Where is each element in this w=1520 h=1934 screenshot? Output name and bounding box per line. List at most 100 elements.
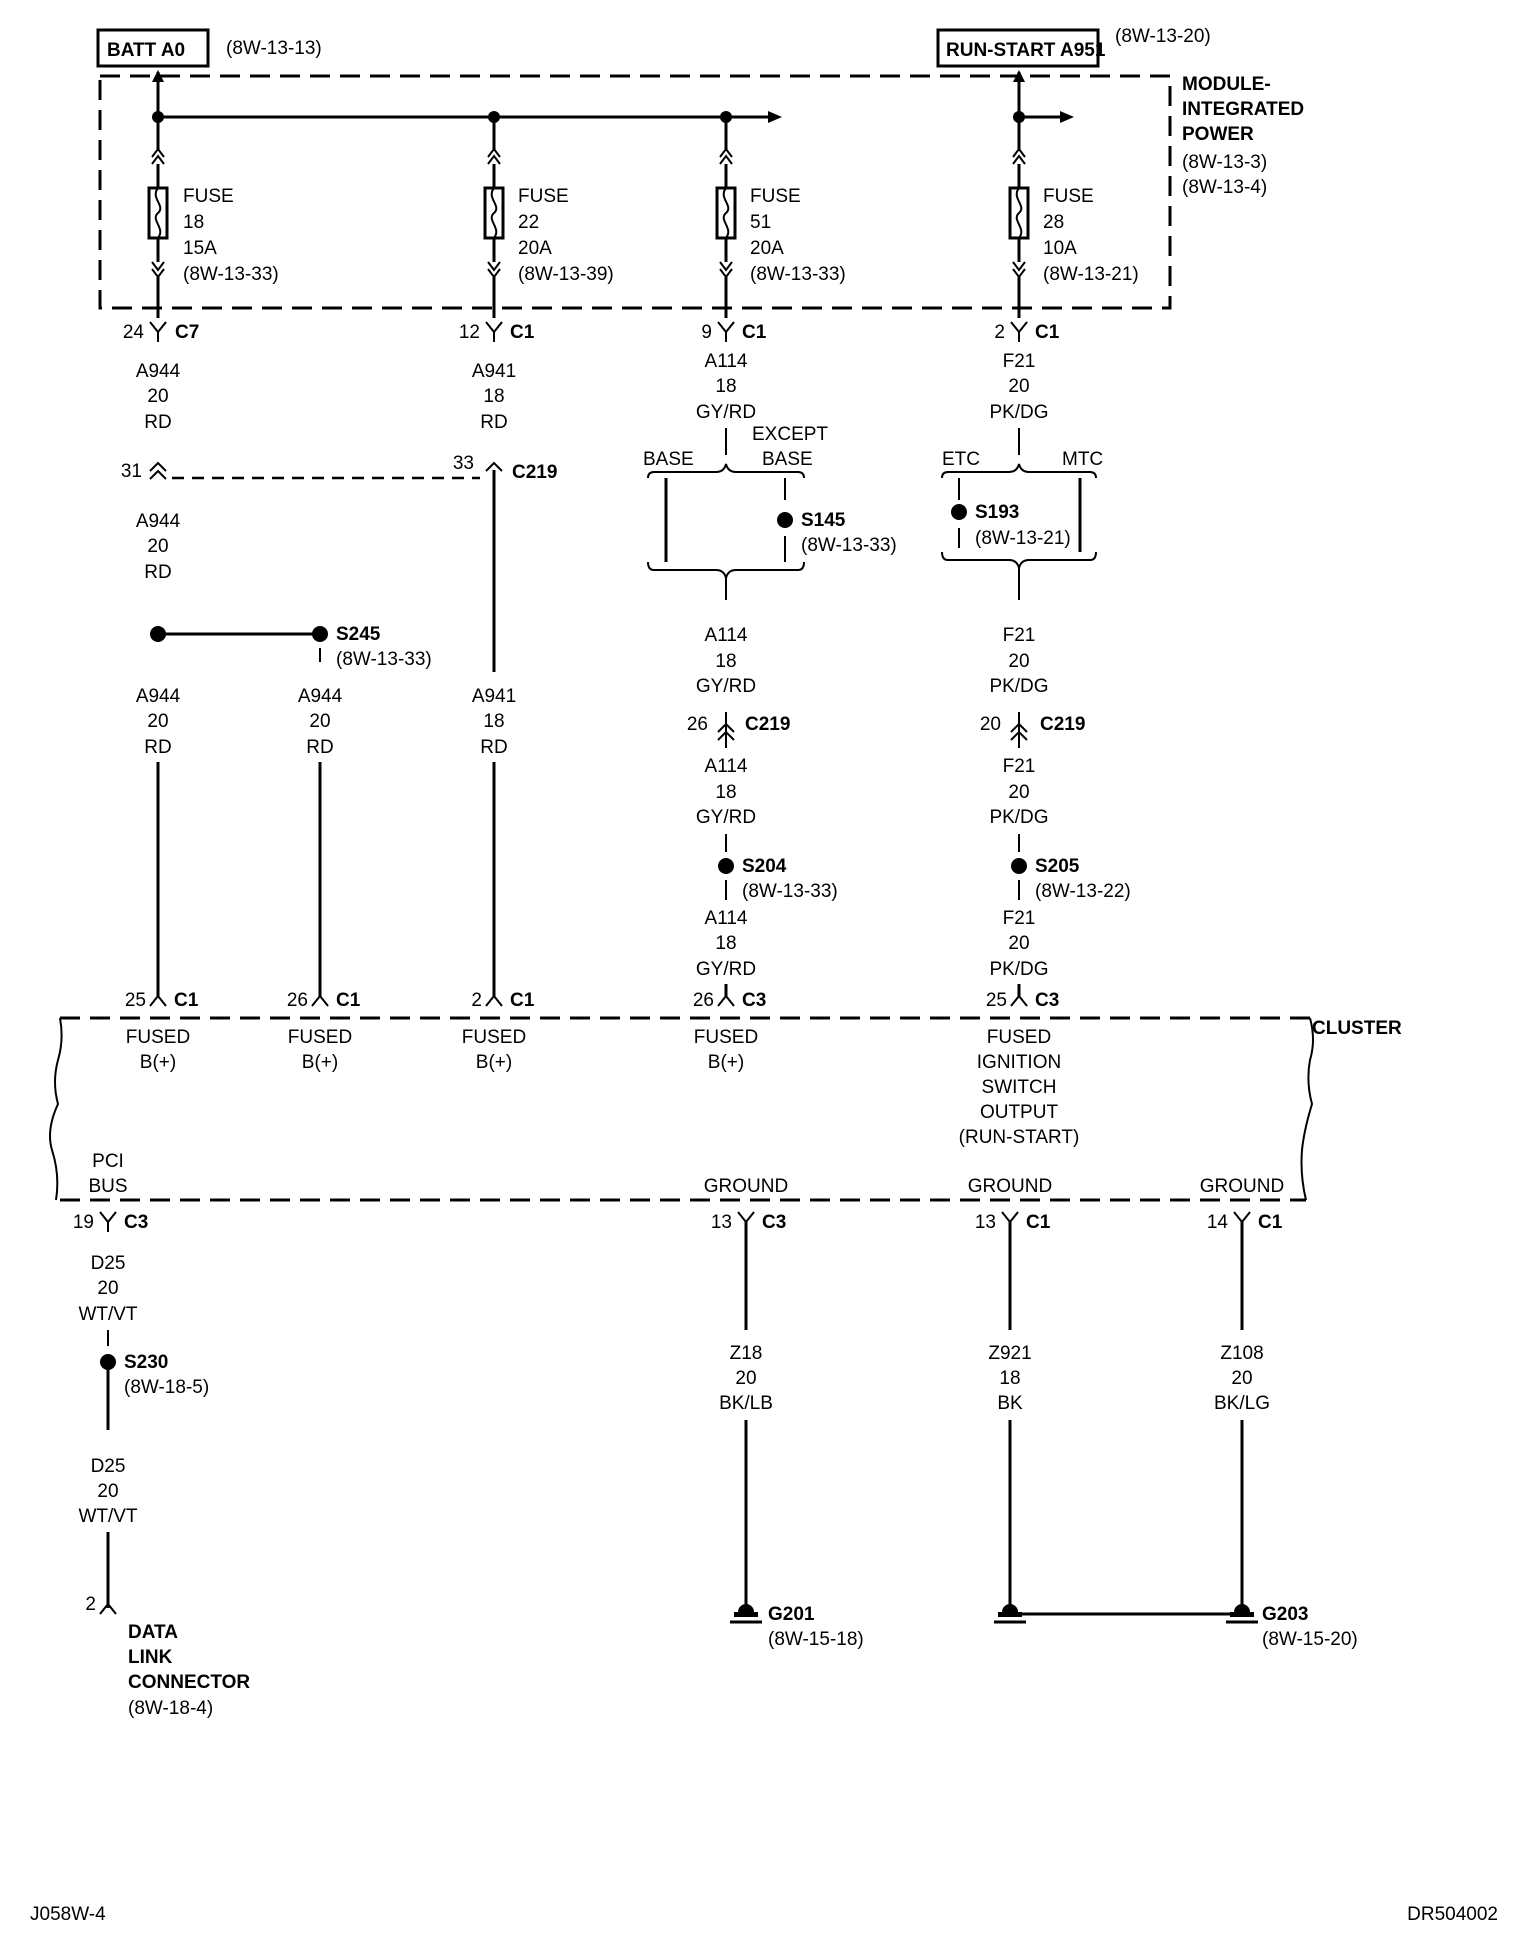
svg-text:FUSED: FUSED bbox=[987, 1027, 1051, 1048]
wire-a941-lower: A941 18 RD bbox=[472, 686, 516, 758]
pin-24-c7: 24 C7 bbox=[123, 321, 199, 343]
svg-text:(8W-13-3): (8W-13-3) bbox=[1182, 152, 1267, 173]
svg-text:(8W-13-13): (8W-13-13) bbox=[226, 38, 322, 59]
dlc-pin: 2 bbox=[85, 1594, 117, 1615]
svg-text:FUSED: FUSED bbox=[126, 1027, 190, 1048]
svg-text:20: 20 bbox=[147, 711, 168, 732]
svg-text:A944: A944 bbox=[298, 686, 343, 707]
svg-text:51: 51 bbox=[750, 212, 771, 233]
svg-text:RD: RD bbox=[306, 737, 333, 758]
svg-text:20: 20 bbox=[1008, 376, 1029, 397]
svg-text:S245: S245 bbox=[336, 624, 381, 645]
svg-text:C1: C1 bbox=[1026, 1212, 1051, 1233]
svg-text:BK/LB: BK/LB bbox=[719, 1393, 773, 1414]
pin-9-c1: 9 C1 bbox=[701, 321, 767, 343]
wire-a944-right: A944 20 RD bbox=[298, 686, 343, 758]
svg-text:A944: A944 bbox=[136, 361, 181, 382]
svg-text:C219: C219 bbox=[1040, 714, 1085, 735]
svg-text:C1: C1 bbox=[336, 990, 361, 1011]
svg-text:26: 26 bbox=[693, 990, 714, 1011]
wire-a114-mid: A114 18 GY/RD bbox=[696, 625, 756, 697]
svg-text:LINK: LINK bbox=[128, 1647, 173, 1668]
svg-text:(8W-18-4): (8W-18-4) bbox=[128, 1698, 213, 1719]
pin-25-c3: 25 C3 bbox=[986, 990, 1059, 1011]
svg-text:A941: A941 bbox=[472, 686, 516, 707]
ground-g203-left bbox=[994, 1604, 1026, 1624]
pin-14-c1: 14 C1 bbox=[1207, 1211, 1283, 1233]
svg-text:20: 20 bbox=[735, 1368, 756, 1389]
svg-text:PCI: PCI bbox=[92, 1151, 124, 1172]
svg-text:25: 25 bbox=[125, 990, 146, 1011]
c219-pin-31: 31 bbox=[121, 461, 167, 482]
svg-text:S230: S230 bbox=[124, 1352, 168, 1373]
wire-z18: Z18 20 BK/LB bbox=[719, 1343, 773, 1414]
svg-text:C3: C3 bbox=[762, 1212, 786, 1233]
svg-text:(8W-18-5): (8W-18-5) bbox=[124, 1377, 209, 1398]
svg-text:20: 20 bbox=[97, 1278, 118, 1299]
svg-text:33: 33 bbox=[453, 453, 474, 474]
svg-text:BK/LG: BK/LG bbox=[1214, 1393, 1270, 1414]
svg-text:WT/VT: WT/VT bbox=[78, 1506, 137, 1527]
svg-text:C3: C3 bbox=[124, 1212, 148, 1233]
splice-s193 bbox=[951, 504, 967, 520]
svg-text:(8W-15-18): (8W-15-18) bbox=[768, 1629, 864, 1650]
svg-text:EXCEPT: EXCEPT bbox=[752, 424, 828, 445]
svg-text:20: 20 bbox=[1008, 933, 1029, 954]
svg-text:18: 18 bbox=[715, 782, 736, 803]
svg-text:20A: 20A bbox=[750, 238, 784, 259]
svg-text:G201: G201 bbox=[768, 1604, 815, 1625]
wire-f21-low: F21 20 PK/DG bbox=[989, 756, 1048, 828]
wire-a114-upper: A114 18 GY/RD bbox=[696, 351, 756, 423]
svg-text:MTC: MTC bbox=[1062, 449, 1103, 470]
svg-text:13: 13 bbox=[975, 1212, 996, 1233]
svg-text:10A: 10A bbox=[1043, 238, 1077, 259]
svg-text:RD: RD bbox=[480, 737, 507, 758]
svg-text:B(+): B(+) bbox=[302, 1052, 338, 1073]
svg-text:18: 18 bbox=[183, 212, 204, 233]
svg-text:F21: F21 bbox=[1003, 908, 1036, 929]
svg-text:INTEGRATED: INTEGRATED bbox=[1182, 99, 1304, 120]
pin-13-c1: 13 C1 bbox=[975, 1211, 1051, 1233]
svg-text:28: 28 bbox=[1043, 212, 1064, 233]
svg-text:20: 20 bbox=[147, 386, 168, 407]
module-box bbox=[98, 74, 1172, 310]
svg-text:24: 24 bbox=[123, 322, 145, 343]
svg-text:PK/DG: PK/DG bbox=[989, 807, 1048, 828]
svg-text:Z921: Z921 bbox=[988, 1343, 1031, 1364]
wire-d25-upper: D25 20 WT/VT bbox=[78, 1253, 137, 1325]
pin-19-c3: 19 C3 bbox=[73, 1211, 148, 1233]
wire-a941-upper: A941 18 RD bbox=[472, 361, 516, 433]
svg-text:2: 2 bbox=[994, 322, 1005, 343]
svg-text:FUSED: FUSED bbox=[462, 1027, 526, 1048]
svg-text:BATT A0: BATT A0 bbox=[107, 40, 185, 61]
wire-a114-low: A114 18 GY/RD bbox=[696, 756, 756, 828]
svg-text:D25: D25 bbox=[91, 1253, 126, 1274]
svg-text:C3: C3 bbox=[1035, 990, 1059, 1011]
svg-text:18: 18 bbox=[715, 933, 736, 954]
c219-pin-33: 33 C219 bbox=[453, 453, 558, 483]
module-label: MODULE- INTEGRATED POWER (8W-13-3) (8W-1… bbox=[1182, 74, 1304, 198]
svg-text:2: 2 bbox=[85, 1594, 96, 1615]
splice-s145 bbox=[777, 512, 793, 528]
svg-text:20: 20 bbox=[1008, 651, 1029, 672]
svg-text:(8W-13-20): (8W-13-20) bbox=[1115, 26, 1211, 47]
svg-text:C1: C1 bbox=[174, 990, 199, 1011]
svg-text:A944: A944 bbox=[136, 511, 181, 532]
pin-12-c1: 12 C1 bbox=[459, 321, 535, 343]
svg-text:F21: F21 bbox=[1003, 756, 1036, 777]
c219-pin-26: 26 C219 bbox=[687, 712, 790, 748]
svg-text:B(+): B(+) bbox=[140, 1052, 176, 1073]
svg-text:PK/DG: PK/DG bbox=[989, 959, 1048, 980]
svg-text:18: 18 bbox=[483, 386, 504, 407]
option-base-except: BASE EXCEPT BASE bbox=[643, 424, 828, 600]
svg-text:FUSE: FUSE bbox=[183, 186, 234, 207]
svg-text:F21: F21 bbox=[1003, 351, 1036, 372]
svg-text:POWER: POWER bbox=[1182, 124, 1254, 145]
svg-text:PK/DG: PK/DG bbox=[989, 676, 1048, 697]
svg-text:BUS: BUS bbox=[88, 1176, 127, 1197]
cluster-ground-2: GROUND bbox=[968, 1176, 1052, 1197]
svg-text:DATA: DATA bbox=[128, 1622, 178, 1643]
fuse-28: FUSE 28 10A (8W-13-21) bbox=[1008, 117, 1139, 318]
wire-f21-bottom: F21 20 PK/DG bbox=[989, 908, 1048, 980]
runstart-source: RUN-START A951 (8W-13-20) bbox=[936, 26, 1211, 68]
